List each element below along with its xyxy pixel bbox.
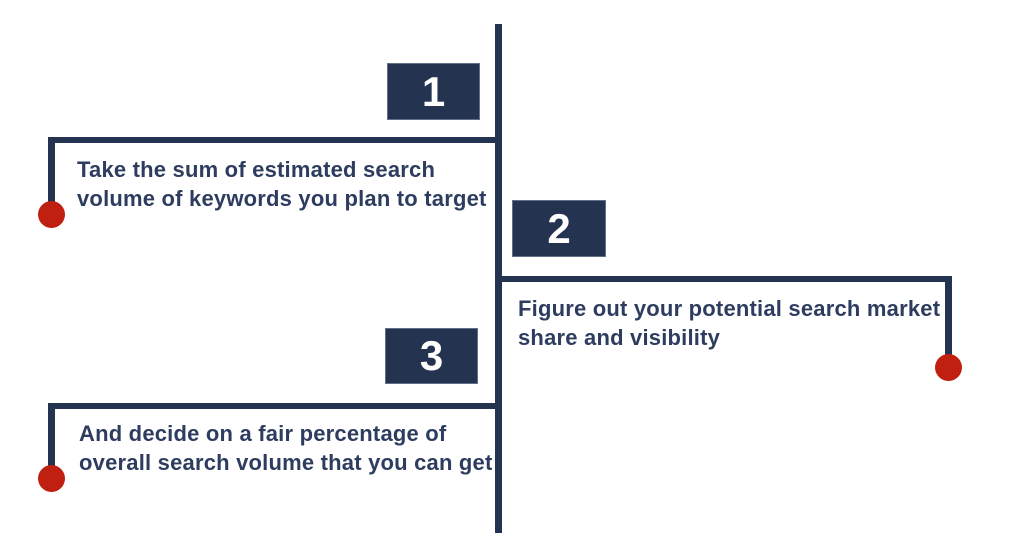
- step-1-marker-dot: [38, 201, 65, 228]
- step-2-connector-horizontal: [495, 276, 952, 282]
- step-1-number-box: 1: [387, 63, 480, 120]
- step-1-description-line-1: Take the sum of estimated search: [77, 157, 436, 182]
- step-1-number: 1: [421, 67, 446, 115]
- step-3-description: And decide on a fair percentage of overa…: [79, 419, 493, 477]
- step-2-description-line-2: share and visibility: [518, 325, 721, 350]
- step-3-marker-dot: [38, 465, 65, 492]
- step-3-connector-vertical: [48, 403, 55, 479]
- step-3-connector-horizontal: [48, 403, 502, 409]
- step-2-number-box: 2: [512, 200, 606, 257]
- step-3-number-box: 3: [385, 328, 478, 384]
- step-1-connector-vertical: [48, 137, 55, 215]
- step-2-connector-vertical: [945, 276, 952, 368]
- step-1-description-line-2: volume of keywords you plan to target: [77, 186, 487, 211]
- step-2-number: 2: [547, 204, 571, 252]
- step-3-description-line-1: And decide on a fair percentage of: [79, 421, 447, 446]
- step-3-description-line-2: overall search volume that you can get: [79, 450, 493, 475]
- step-1-connector-horizontal: [48, 137, 502, 143]
- step-1-description: Take the sum of estimated search volume …: [77, 155, 487, 213]
- step-3-number: 3: [419, 332, 444, 379]
- step-2-description-line-1: Figure out your potential search market: [518, 296, 941, 321]
- step-2-marker-dot: [935, 354, 962, 381]
- step-2-description: Figure out your potential search market …: [518, 294, 940, 352]
